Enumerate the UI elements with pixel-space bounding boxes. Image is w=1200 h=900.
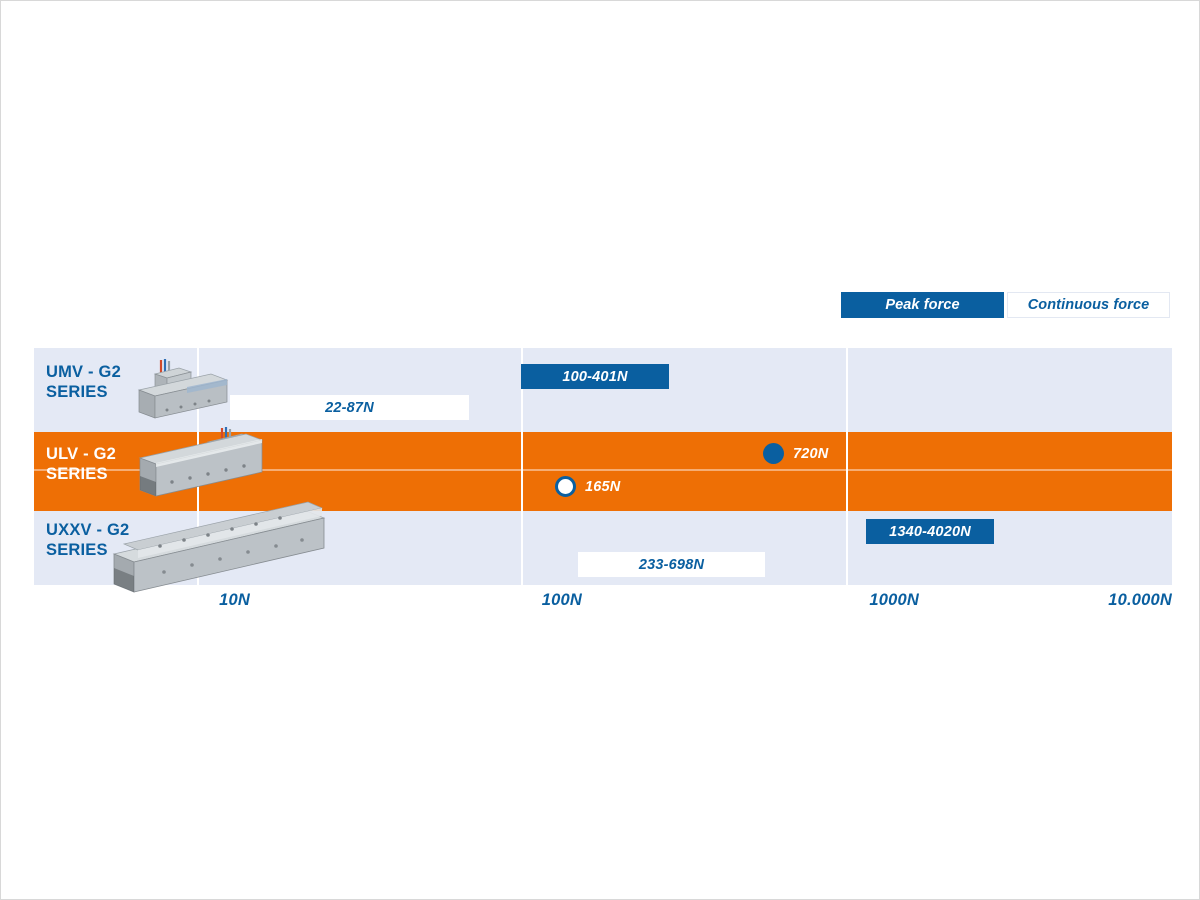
x-axis: 10N 100N 1000N 10.000N [34, 591, 1172, 617]
axis-tick-1000n: 1000N [869, 591, 919, 609]
bar-umv-continuous-label: 22-87N [325, 399, 374, 416]
legend-continuous-label: Continuous force [1027, 297, 1150, 313]
bar-umv-peak-force[interactable]: 100-401N [521, 364, 669, 389]
bar-umv-continuous-force[interactable]: 22-87N [230, 395, 469, 420]
gridline-1000n [846, 348, 848, 585]
legend-item-continuous-force[interactable]: Continuous force [1007, 292, 1170, 318]
chart-row-umv [34, 348, 1172, 432]
marker-ulv-continuous-force[interactable]: 165N [555, 476, 620, 497]
bar-uxxv-peak-label: 1340-4020N [889, 523, 971, 540]
axis-tick-100n: 100N [541, 591, 582, 609]
marker-ulv-peak-force[interactable]: 720N [763, 443, 828, 464]
axis-tick-10000n: 10.000N [1108, 591, 1172, 609]
peak-force-dot-icon [763, 443, 784, 464]
gridline-100n [521, 348, 523, 585]
axis-tick-10n: 10N [219, 591, 250, 609]
row-label-ulv: ULV - G2 SERIES [46, 445, 117, 484]
row-label-uxxv: UXXV - G2 SERIES [46, 521, 130, 560]
legend: Peak force Continuous force [841, 292, 1170, 318]
bar-uxxv-continuous-force[interactable]: 233-698N [578, 552, 765, 577]
row-label-umv: UMV - G2 SERIES [46, 363, 121, 402]
legend-peak-label: Peak force [885, 297, 960, 313]
chart-row-ulv [34, 432, 1172, 511]
bar-uxxv-peak-force[interactable]: 1340-4020N [866, 519, 994, 544]
row-divider [34, 469, 1172, 471]
bar-umv-peak-label: 100-401N [562, 368, 628, 385]
continuous-force-dot-icon [555, 476, 576, 497]
gridline-10n [197, 348, 199, 585]
force-range-chart: UMV - G2 SERIES ULV - G2 SERIES UXXV - G… [34, 348, 1172, 593]
marker-ulv-peak-label: 720N [793, 445, 829, 462]
legend-item-peak-force[interactable]: Peak force [841, 292, 1004, 318]
marker-ulv-continuous-label: 165N [585, 478, 621, 495]
bar-uxxv-continuous-label: 233-698N [638, 556, 705, 573]
